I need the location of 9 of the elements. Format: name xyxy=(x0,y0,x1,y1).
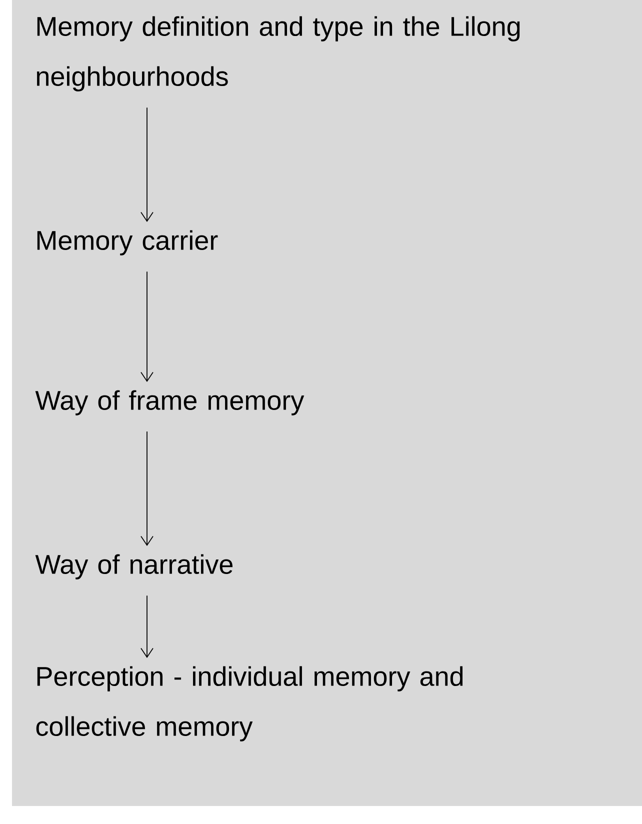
step-text: Perception - individual memory and collective memory xyxy=(36,666,463,742)
step-text: Memory carrier xyxy=(37,230,218,256)
step-text: Way of narrative xyxy=(35,554,233,580)
arrow xyxy=(140,107,154,222)
arrow xyxy=(140,271,154,382)
arrow xyxy=(140,431,154,546)
arrow xyxy=(140,595,154,658)
step-text: Way of frame memory xyxy=(35,390,304,416)
step-text: Memory definition and type in the Lilong neighbourhoods xyxy=(37,16,520,92)
